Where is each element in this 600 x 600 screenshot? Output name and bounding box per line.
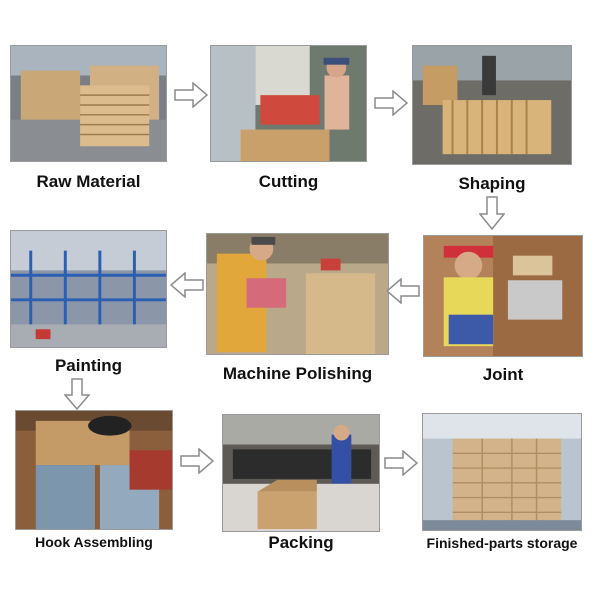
arrow-down-icon [64, 378, 90, 410]
arrow-right-icon [374, 90, 408, 116]
joint-photo [423, 235, 583, 357]
step-label-packing: Packing [268, 533, 334, 552]
shaping-photo [412, 45, 572, 165]
arrow-left-icon [386, 278, 420, 304]
step-label-joint: Joint [482, 365, 524, 384]
arrow-right-icon [174, 82, 208, 108]
step-label-painting: Painting [54, 356, 123, 375]
step-label-storage: Finished-parts storage [426, 535, 578, 551]
arrow-right-icon [384, 450, 418, 476]
hook-assembling-photo [15, 410, 173, 530]
painting-photo [10, 230, 167, 348]
step-label-machine-polishing: Machine Polishing [222, 364, 373, 383]
raw-material-photo [10, 45, 167, 162]
step-label-raw-material: Raw Material [36, 172, 141, 191]
arrow-left-icon [170, 272, 204, 298]
machine-polishing-photo [206, 233, 389, 355]
storage-photo [422, 413, 582, 531]
packing-photo [222, 414, 380, 532]
cutting-photo [210, 45, 367, 162]
step-label-cutting: Cutting [258, 172, 319, 191]
arrow-down-icon [479, 196, 505, 230]
step-label-hook-assembling: Hook Assembling [35, 534, 153, 550]
step-label-shaping: Shaping [458, 174, 526, 193]
arrow-right-icon [180, 448, 214, 474]
